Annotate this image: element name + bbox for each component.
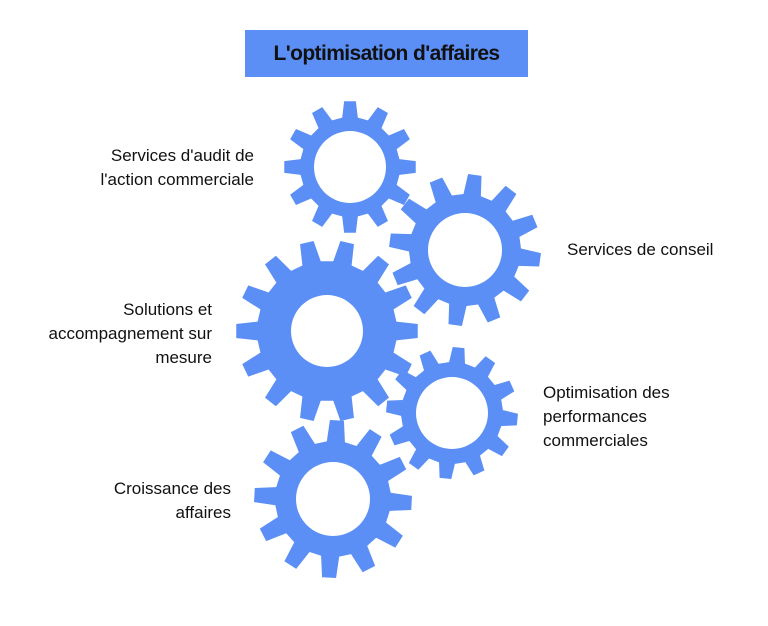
gear-optimisation-shape [386, 347, 518, 479]
gear-solutions-icon [236, 241, 418, 421]
label-solutions: Solutions et accompagnement sur mesure [49, 298, 212, 370]
gear-croissance-shape [254, 420, 412, 578]
label-solutions-line-3: mesure [155, 348, 212, 367]
label-solutions-line-2: accompagnement sur [48, 324, 212, 343]
gear-conseil-icon [389, 174, 541, 326]
gear-solutions-shape [236, 241, 418, 421]
label-conseil: Services de conseil [567, 238, 713, 262]
title-banner: L'optimisation d'affaires [245, 30, 528, 77]
gear-audit-icon [284, 101, 416, 233]
gear-optimisation-icon [386, 347, 518, 479]
label-croissance-line-1: Croissance des [113, 479, 231, 498]
label-audit: Services d'audit de l'action commerciale [101, 144, 254, 192]
label-croissance-line-2: affaires [175, 503, 231, 522]
label-optimisation-line-2: performances [543, 407, 647, 426]
page-title: L'optimisation d'affaires [273, 41, 500, 65]
label-conseil-line-1: Services de conseil [567, 240, 714, 259]
label-audit-line-1: Services d'audit de [110, 146, 254, 165]
gear-audit-shape [284, 101, 416, 233]
label-optimisation: Optimisation des performances commercial… [543, 381, 670, 453]
gear-conseil-shape [389, 174, 541, 326]
label-optimisation-line-1: Optimisation des [543, 383, 670, 402]
label-croissance: Croissance des affaires [114, 477, 231, 525]
gear-croissance-icon [254, 420, 412, 578]
label-solutions-line-1: Solutions et [123, 300, 212, 319]
label-audit-line-2: l'action commerciale [100, 170, 254, 189]
label-optimisation-line-3: commerciales [543, 431, 648, 450]
